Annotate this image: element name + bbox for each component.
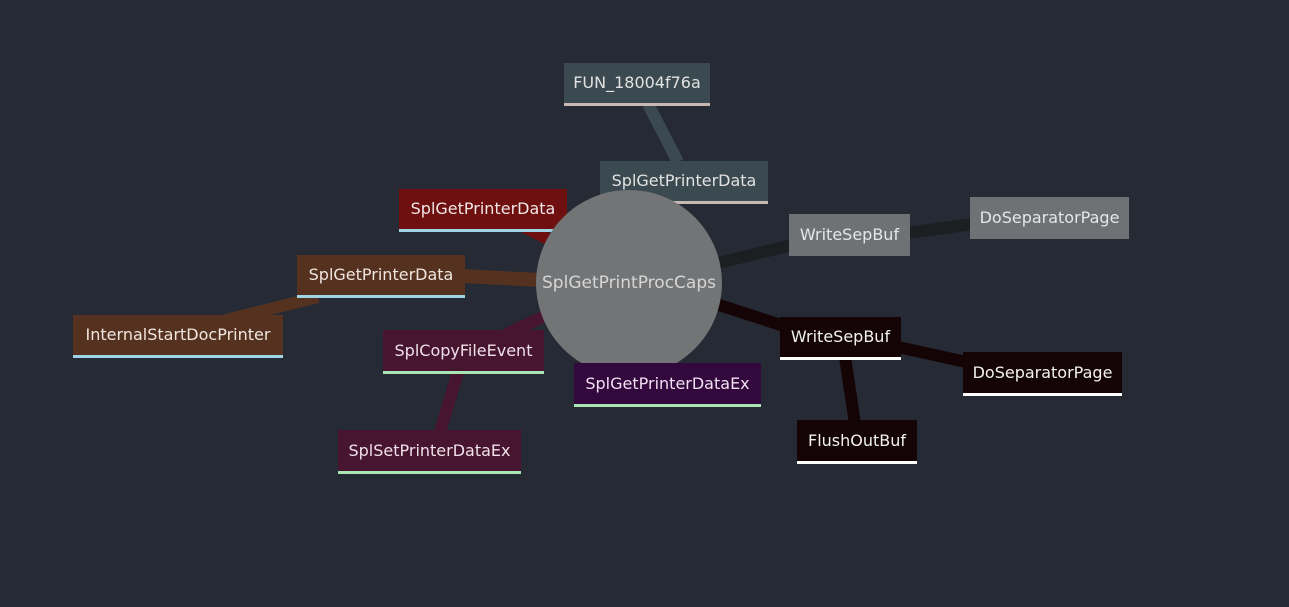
node-label: InternalStartDocPrinter bbox=[85, 325, 271, 344]
node-root-splgetprintproccaps[interactable]: SplGetPrintProcCaps bbox=[536, 190, 722, 376]
node-fun-18004f76a[interactable]: FUN_18004f76a bbox=[564, 63, 710, 106]
node-label: SplGetPrintProcCaps bbox=[542, 273, 716, 293]
node-label: WriteSepBuf bbox=[790, 327, 891, 346]
edge-writesepbuf-black-to-doseparatorpage-black bbox=[896, 341, 968, 368]
node-label: SplGetPrinterData bbox=[410, 199, 556, 218]
node-doseparatorpage-black[interactable]: DoSeparatorPage bbox=[963, 352, 1122, 396]
node-label: DoSeparatorPage bbox=[972, 362, 1113, 382]
edge-writesepbuf-gray-to-doseparatorpage-gray bbox=[907, 218, 973, 239]
node-doseparatorpage-gray[interactable]: DoSeparatorPage bbox=[970, 197, 1129, 239]
node-internalstartdocprinter[interactable]: InternalStartDocPrinter bbox=[73, 315, 283, 358]
node-splgetprinterdata-red[interactable]: SplGetPrinterData bbox=[399, 189, 567, 232]
node-splgetprinterdata-brown[interactable]: SplGetPrinterData bbox=[297, 255, 465, 298]
node-label: DoSeparatorPage bbox=[979, 208, 1120, 227]
edge-splcopyfileevent-to-splsetprinterdataex bbox=[434, 370, 464, 434]
node-label: SplCopyFileEvent bbox=[394, 340, 533, 360]
node-label: SplSetPrinterDataEx bbox=[348, 440, 511, 460]
edge-splgetprinterdata-top-to-fun bbox=[642, 101, 684, 165]
edge-root-to-splgetprinterdata-brown bbox=[461, 269, 541, 287]
node-label: FlushOutBuf bbox=[807, 430, 907, 450]
node-label: SplGetPrinterData bbox=[611, 171, 757, 190]
node-splgetprinterdataex[interactable]: SplGetPrinterDataEx bbox=[574, 363, 761, 407]
node-splcopyfileevent[interactable]: SplCopyFileEvent bbox=[383, 330, 544, 374]
node-flushoutbuf[interactable]: FlushOutBuf bbox=[797, 420, 917, 464]
node-label: SplGetPrinterData bbox=[308, 265, 454, 284]
edge-writesepbuf-black-to-flushoutbuf bbox=[839, 356, 861, 425]
edge-root-to-writesepbuf-gray bbox=[716, 239, 794, 269]
node-label: SplGetPrinterDataEx bbox=[585, 373, 750, 393]
edge-root-to-writesepbuf-black bbox=[714, 298, 786, 332]
node-writesepbuf-black[interactable]: WriteSepBuf bbox=[780, 317, 901, 360]
node-label: WriteSepBuf bbox=[799, 225, 900, 244]
node-writesepbuf-gray[interactable]: WriteSepBuf bbox=[789, 214, 910, 256]
node-label: FUN_18004f76a bbox=[573, 73, 701, 92]
node-splsetprinterdataex[interactable]: SplSetPrinterDataEx bbox=[338, 430, 521, 474]
